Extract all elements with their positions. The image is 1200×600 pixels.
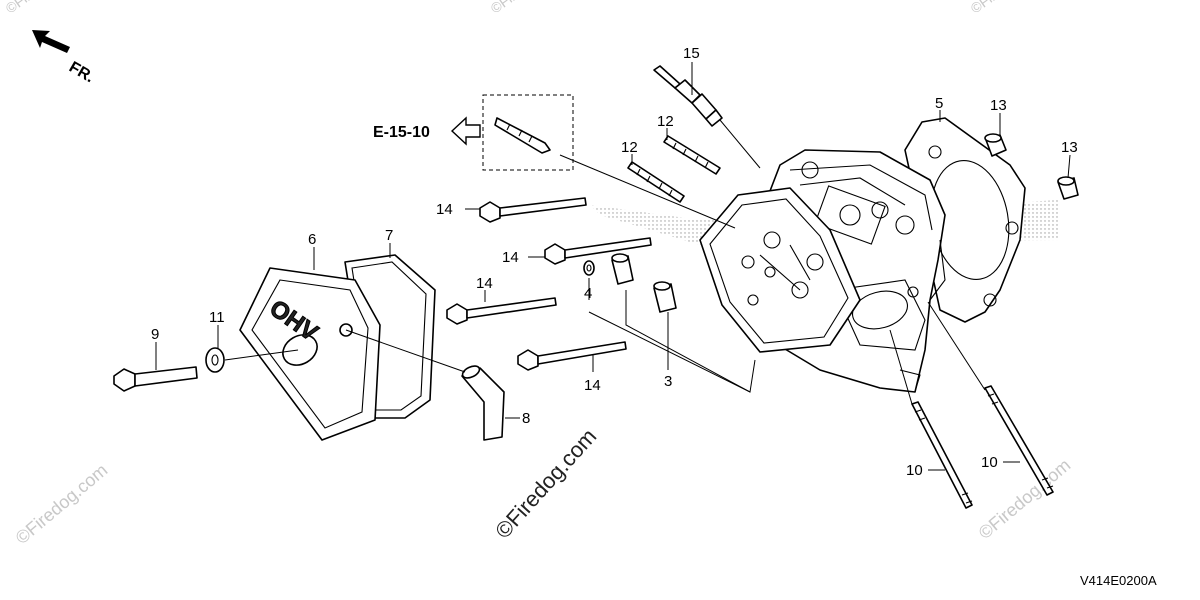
callout-9: 9 bbox=[151, 326, 159, 343]
reference-label: E-15-10 bbox=[373, 124, 430, 141]
leader-lines bbox=[155, 62, 1071, 471]
rocker-chamber bbox=[699, 187, 861, 353]
collar-pin-3a bbox=[611, 253, 634, 285]
front-arrow-icon bbox=[32, 30, 70, 53]
callout-15: 15 bbox=[683, 45, 700, 62]
stud-bolt-upper bbox=[663, 135, 721, 175]
center-watermark: ©Firedog.com bbox=[490, 424, 601, 544]
front-direction-indicator: FR. bbox=[32, 30, 97, 86]
callout-14-first: 14 bbox=[436, 201, 453, 218]
breather-hose bbox=[461, 365, 505, 441]
callout-13-upper: 13 bbox=[990, 97, 1007, 114]
callout-14-fourth: 14 bbox=[584, 377, 601, 394]
long-stud-left bbox=[911, 401, 973, 509]
callout-14-second: 14 bbox=[502, 249, 519, 266]
front-direction-label: FR. bbox=[66, 59, 97, 87]
cover-bolt bbox=[113, 366, 198, 392]
callout-8: 8 bbox=[522, 410, 530, 427]
watermark-top-mid: ©Firedog.com bbox=[488, 0, 569, 16]
callout-6: 6 bbox=[308, 231, 316, 248]
watermark-top-left: ©Firedog.com bbox=[3, 0, 84, 16]
flange-bolt-2 bbox=[544, 237, 652, 265]
reference-arrow-icon bbox=[450, 116, 481, 146]
small-washer-4 bbox=[583, 260, 595, 276]
callout-12-lower: 12 bbox=[621, 139, 638, 156]
collar-pin-3b bbox=[653, 281, 677, 313]
callout-3: 3 bbox=[664, 373, 672, 390]
spark-plug bbox=[653, 65, 723, 127]
long-stud-right bbox=[984, 385, 1054, 496]
callout-5: 5 bbox=[935, 95, 943, 112]
watermark-top-right: ©Firedog.com bbox=[968, 0, 1049, 16]
head-cover: OHV bbox=[239, 267, 381, 441]
stud-bolt-lower bbox=[627, 161, 685, 203]
callout-10-right: 10 bbox=[981, 454, 998, 471]
callout-7: 7 bbox=[385, 227, 393, 244]
reference-pointer: E-15-10 bbox=[373, 116, 481, 146]
reference-part-box bbox=[482, 94, 574, 171]
dowel-pin-upper bbox=[984, 133, 1007, 157]
callout-10-left: 10 bbox=[906, 462, 923, 479]
flange-bolt-1 bbox=[479, 197, 587, 223]
callout-12-upper: 12 bbox=[657, 113, 674, 130]
sealing-washer bbox=[205, 347, 225, 373]
breather-tube bbox=[494, 117, 551, 154]
flange-bolt-3 bbox=[446, 297, 557, 325]
callout-labels: 15 5 13 13 12 12 14 14 14 14 6 7 11 9 4 … bbox=[151, 45, 1078, 479]
callout-4: 4 bbox=[584, 285, 592, 302]
callout-13-lower: 13 bbox=[1061, 139, 1078, 156]
callout-11: 11 bbox=[209, 309, 225, 326]
dowel-pin-lower bbox=[1057, 176, 1079, 200]
callout-14-third: 14 bbox=[476, 275, 493, 292]
flange-bolt-4 bbox=[517, 341, 627, 371]
diagram-code: V414E0200A bbox=[1080, 573, 1157, 588]
watermark-bottom-left: ©Firedog.com bbox=[12, 460, 112, 548]
